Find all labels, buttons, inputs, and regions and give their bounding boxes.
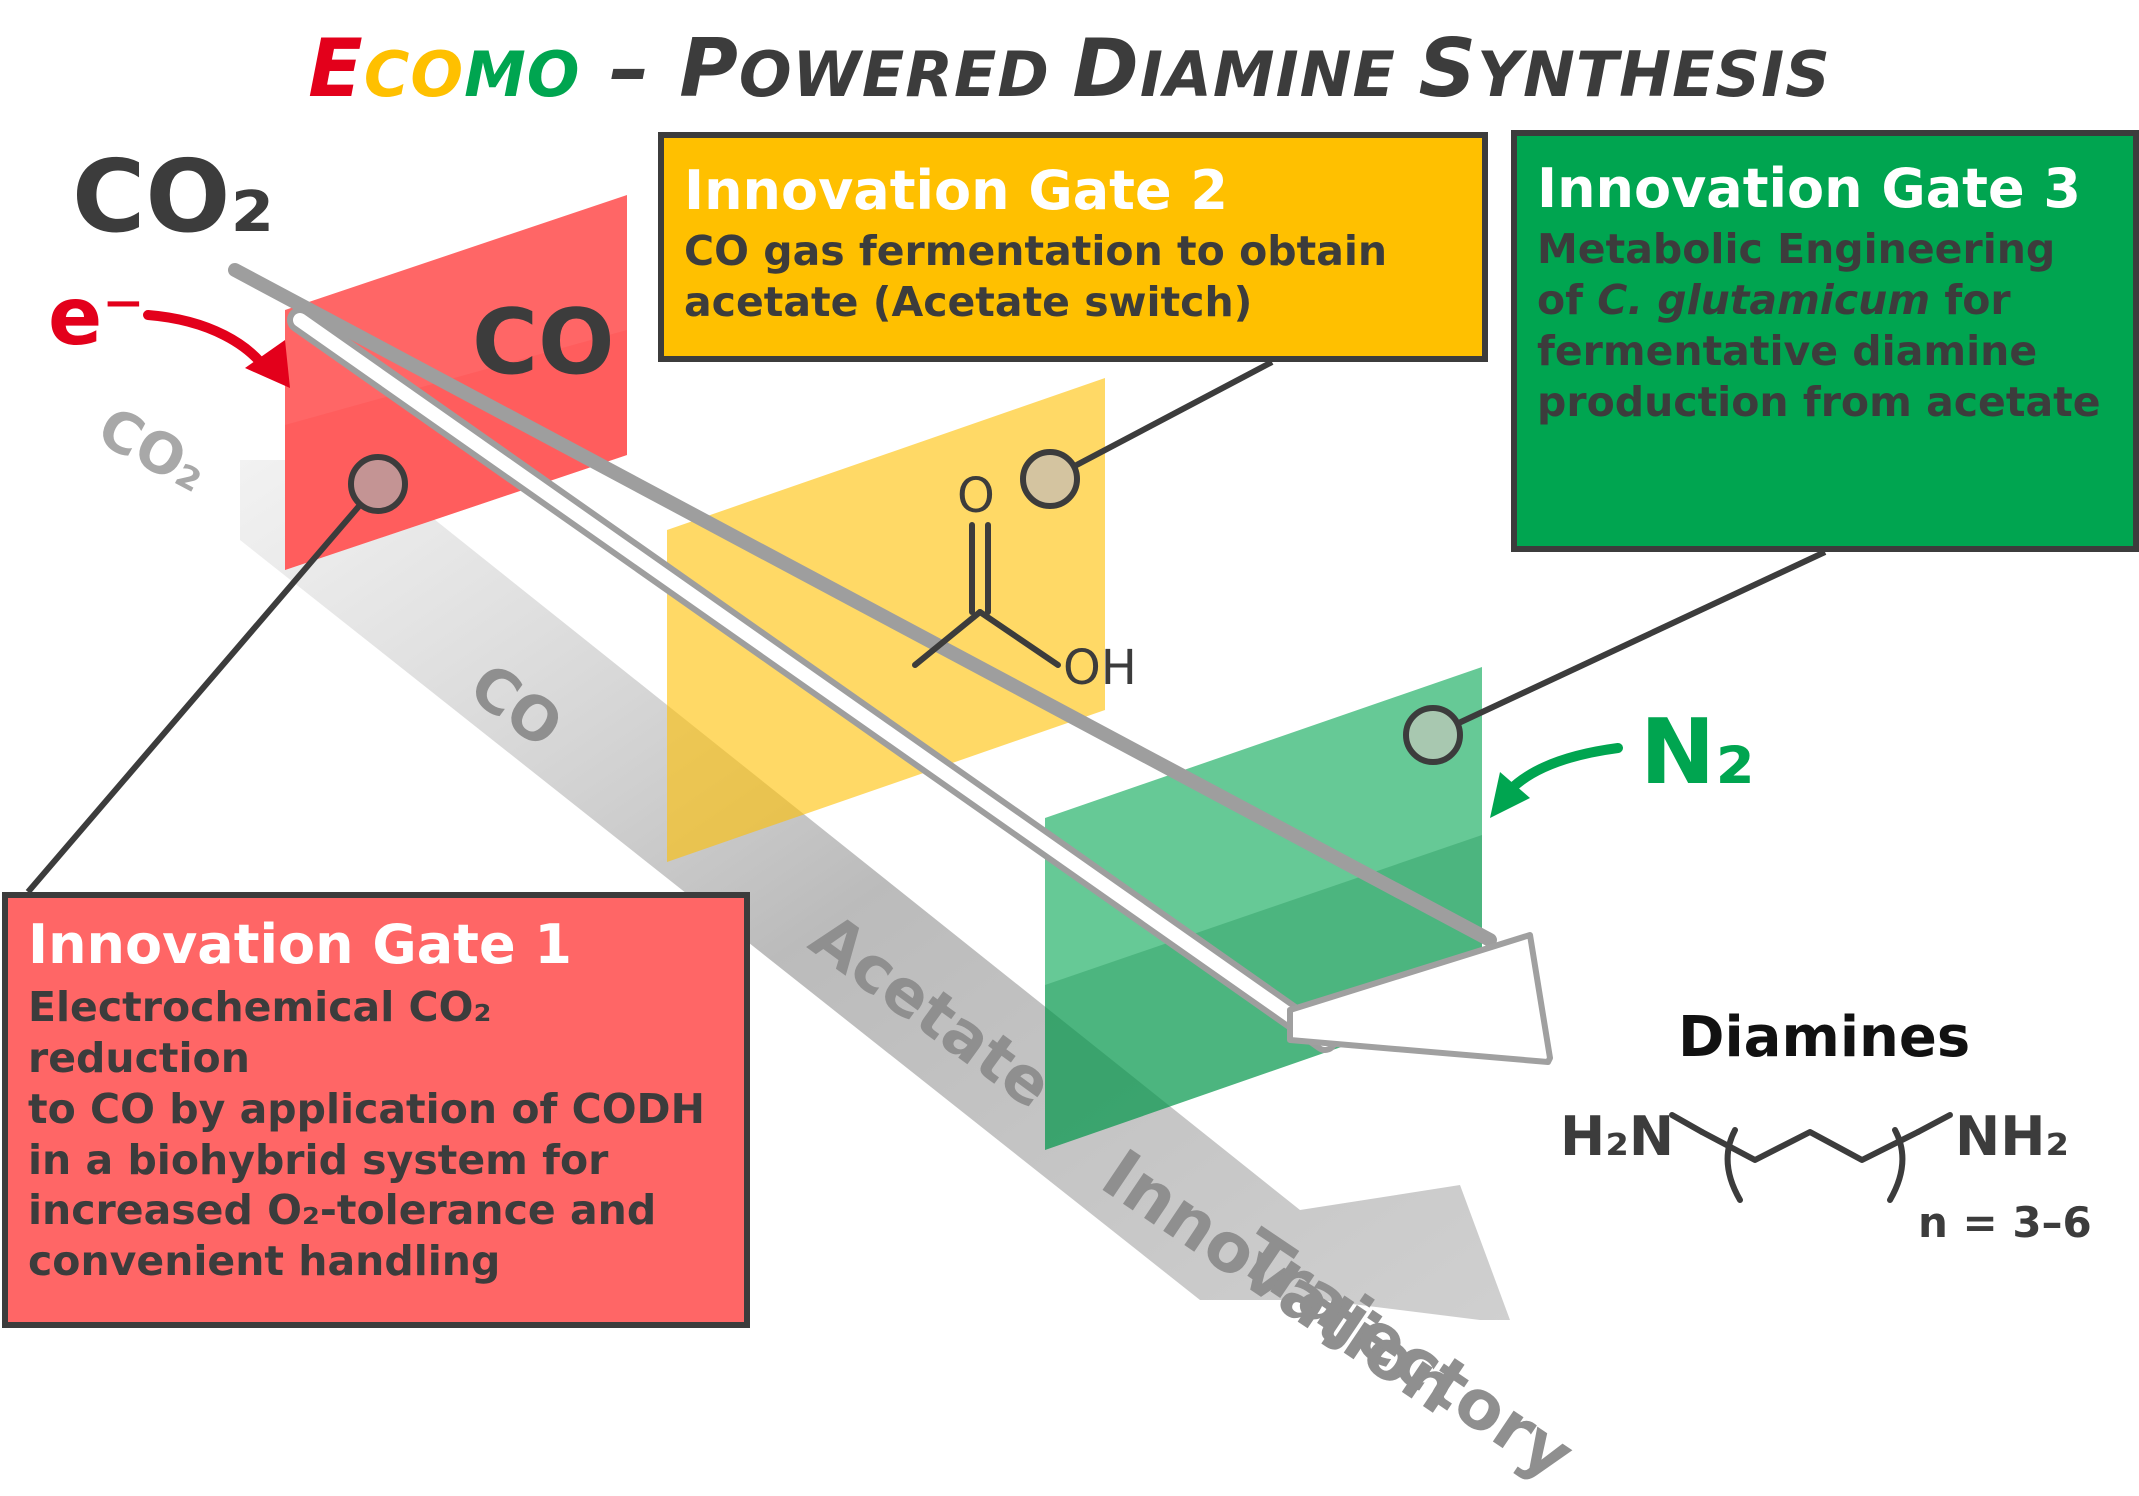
diamine-chain xyxy=(1669,1112,1953,1203)
n2-label: N₂ xyxy=(1640,700,1755,805)
h2n-label: H₂N xyxy=(1560,1105,1675,1168)
n-range-label: n = 3–6 xyxy=(1918,1198,2092,1247)
gate1-line: Electrochemical CO₂ reduction xyxy=(28,983,492,1082)
gate1-marker xyxy=(348,454,408,514)
gate1-line: convenient handling xyxy=(28,1237,501,1286)
electron-label: e⁻ xyxy=(48,270,145,363)
title-o2: O xyxy=(526,38,581,111)
gate2-connector xyxy=(1048,359,1274,482)
title-s: S xyxy=(1418,22,1478,115)
gate3-box: Innovation Gate 3 Metabolic Engineering … xyxy=(1511,130,2139,552)
co-label: CO xyxy=(472,290,615,395)
trajectory-arrow-icon xyxy=(228,263,1553,1065)
gate3-desc: Metabolic Engineering of C. glutamicum f… xyxy=(1537,224,2113,427)
gate1-line: increased O₂-tolerance and xyxy=(28,1186,657,1235)
title-dash: – xyxy=(580,22,680,115)
gate2-marker xyxy=(1020,449,1080,509)
gate3-marker xyxy=(1403,705,1463,765)
gate3-line: production from acetate xyxy=(1537,377,2101,426)
title-ynthesis: YNTHESIS xyxy=(1477,38,1831,111)
gate1-line: to CO by application of CODH xyxy=(28,1084,705,1133)
gate1-desc: Electrochemical CO₂ reduction to CO by a… xyxy=(28,982,724,1287)
gate1-line: in a biohybrid system for xyxy=(28,1135,609,1184)
title-m: M xyxy=(464,38,527,111)
title-p: P xyxy=(679,22,739,115)
gate2-line: acetate (Acetate switch) xyxy=(684,277,1253,326)
electron-arrow-icon xyxy=(143,310,290,388)
shadow-trajectory xyxy=(240,460,1510,1320)
gate1-connector xyxy=(25,482,381,894)
title-iamine: IAMINE xyxy=(1139,38,1419,111)
acetic-oh-label: OH xyxy=(1063,640,1137,696)
gate3-line2c: for xyxy=(1930,275,2011,324)
title-c: C xyxy=(363,38,411,111)
gate2-line: CO gas fermentation to obtain xyxy=(684,227,1388,276)
gate1-box: Innovation Gate 1 Electrochemical CO₂ re… xyxy=(2,892,750,1328)
gate3-line2a: of xyxy=(1537,275,1598,324)
diagram-canvas xyxy=(25,195,1953,1320)
gate2-desc: CO gas fermentation to obtain acetate (A… xyxy=(684,226,1462,328)
gate3-connector xyxy=(1431,549,1827,738)
nh2-label: NH₂ xyxy=(1955,1105,2070,1168)
gate2-box: Innovation Gate 2 CO gas fermentation to… xyxy=(658,132,1488,362)
gate3-title: Innovation Gate 3 xyxy=(1537,157,2081,220)
gate1-title: Innovation Gate 1 xyxy=(28,913,572,976)
gate2-title: Innovation Gate 2 xyxy=(684,159,1228,222)
acetic-acid-structure xyxy=(912,522,1061,668)
gate3-line: Metabolic Engineering xyxy=(1537,225,2056,274)
gate3-species: C. glutamicum xyxy=(1597,275,1931,324)
title-e: E xyxy=(308,22,364,115)
gate3-line: of C. glutamicum for xyxy=(1537,275,2113,326)
n2-arrow-icon xyxy=(1490,743,1623,818)
title-owered: OWERED xyxy=(738,38,1073,111)
gate3-line: fermentative diamine xyxy=(1537,326,2038,375)
title-d: D xyxy=(1072,22,1140,115)
title-o: O xyxy=(410,38,465,111)
diamines-label: Diamines xyxy=(1678,1005,1971,1070)
acetic-o-label: O xyxy=(957,468,995,524)
co2-label: CO₂ xyxy=(72,138,275,255)
page-title: ECOMO – POWERED DIAMINE SYNTHESIS xyxy=(0,22,2139,115)
